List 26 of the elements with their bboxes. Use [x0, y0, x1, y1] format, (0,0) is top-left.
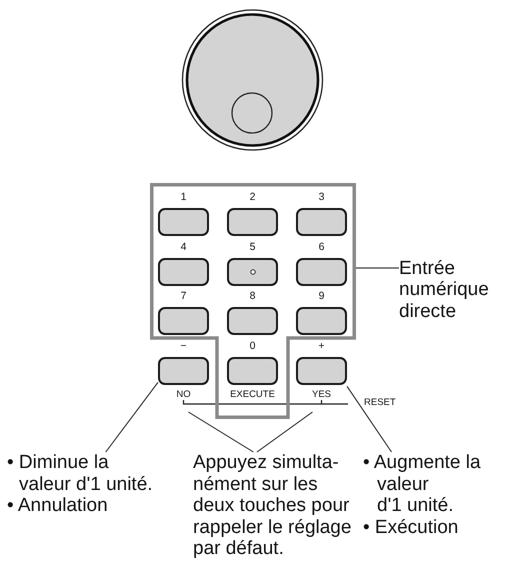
key-label: − — [180, 340, 187, 352]
leader-line — [256, 412, 313, 452]
key-label: 9 — [318, 290, 324, 302]
key-label: 5 — [250, 241, 256, 253]
key-label: + — [318, 340, 325, 352]
bracket-label: RESET — [364, 397, 396, 408]
key-caption: YES — [312, 389, 331, 400]
bullet-item: • Augmente la valeur d'1 unité. — [363, 452, 482, 516]
leader-line — [346, 386, 392, 452]
bullet-item: • Annulation — [7, 495, 109, 516]
key-label: 6 — [318, 241, 324, 253]
key-caption: EXECUTE — [230, 389, 275, 400]
leader-line — [105, 382, 158, 452]
annotation-text: Entrée numérique directe — [399, 258, 490, 322]
key-label: 3 — [318, 191, 324, 203]
key-caption: NO — [176, 389, 191, 400]
key-label: 8 — [250, 290, 256, 302]
key-label: 1 — [180, 191, 186, 203]
key-label: 2 — [250, 191, 256, 203]
bullet-item: • Diminue la valeur d'1 unité. — [7, 452, 154, 495]
key-label: 7 — [180, 290, 186, 302]
key-label: 4 — [180, 241, 186, 253]
bullet-item: • Exécution — [363, 516, 460, 538]
key-label: 0 — [250, 340, 256, 352]
annotation-text: Appuyez simulta- nément sur les deux touches pour rappeler le réglage par défaut. — [193, 452, 352, 560]
leader-line — [188, 412, 254, 452]
